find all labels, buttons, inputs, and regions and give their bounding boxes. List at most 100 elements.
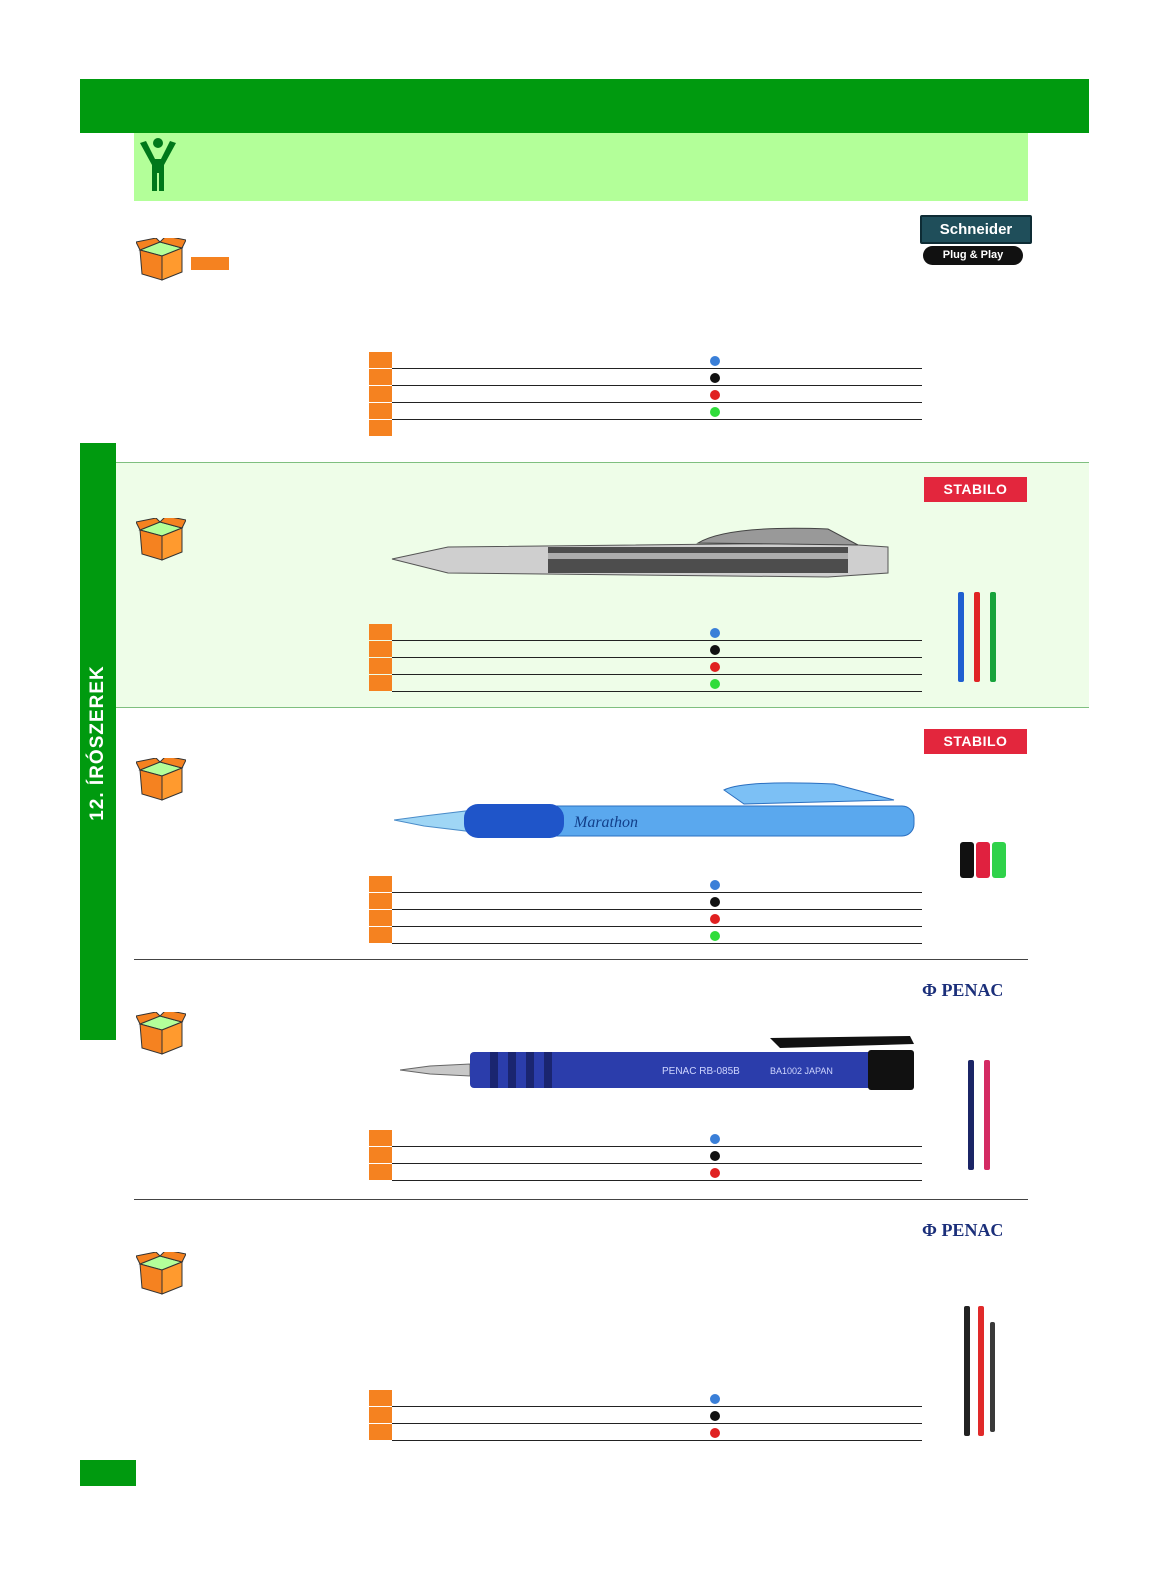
variant-row — [369, 624, 922, 641]
variant-row-line — [392, 385, 922, 386]
variant-marker — [369, 1164, 392, 1180]
variant-table — [369, 1130, 922, 1184]
person-icon — [140, 138, 176, 191]
pen-image: Marathon — [394, 782, 915, 838]
page-number-box — [80, 1460, 136, 1486]
variant-table — [369, 352, 922, 442]
color-swatches-image — [960, 842, 1006, 878]
variant-table — [369, 1390, 922, 1444]
variant-row — [369, 675, 922, 692]
variant-row-line — [392, 909, 922, 910]
variant-row — [369, 1130, 922, 1147]
variant-row — [369, 386, 922, 403]
variant-marker — [369, 624, 392, 640]
variant-marker — [369, 910, 392, 926]
highlight-band — [116, 462, 1089, 707]
brand-logo-penac: Φ PENAC — [922, 980, 1004, 1000]
variant-row — [369, 369, 922, 386]
new-tag — [191, 257, 229, 270]
variant-row — [369, 927, 922, 944]
subheader-bar — [134, 133, 1028, 201]
color-dot-black — [710, 645, 720, 655]
brand-logo-stabilo: STABILO — [924, 477, 1027, 502]
variant-row-line — [392, 1423, 922, 1424]
section-divider — [134, 959, 1028, 960]
variant-row — [369, 876, 922, 893]
variant-row-line — [392, 674, 922, 675]
variant-marker — [369, 893, 392, 909]
color-dot-red — [710, 390, 720, 400]
color-dot-green — [710, 679, 720, 689]
variant-row-line — [392, 1163, 922, 1164]
variant-marker — [369, 658, 392, 674]
color-dot-black — [710, 1151, 720, 1161]
variant-row — [369, 1390, 922, 1407]
color-dot-red — [710, 1428, 720, 1438]
variant-row — [369, 910, 922, 927]
color-dot-black — [710, 897, 720, 907]
variant-row-line — [392, 892, 922, 893]
section-divider — [134, 1199, 1028, 1200]
variant-row-line — [392, 691, 922, 692]
variant-marker — [369, 1424, 392, 1440]
pen-image — [391, 527, 889, 578]
variant-marker — [369, 420, 392, 436]
variant-row-line — [392, 926, 922, 927]
pen-variants-image — [968, 1060, 990, 1170]
variant-row — [369, 420, 922, 437]
box-icon — [136, 1012, 186, 1055]
variant-marker — [369, 876, 392, 892]
box-icon — [136, 758, 186, 801]
color-dot-green — [710, 407, 720, 417]
pen-variants-image — [964, 1306, 995, 1436]
variant-row-line — [392, 1180, 922, 1181]
brand-logo-penac: Φ PENAC — [922, 1220, 1004, 1240]
variant-table — [369, 876, 922, 948]
variant-table — [369, 624, 922, 696]
variant-row-line — [392, 402, 922, 403]
variant-marker — [369, 1390, 392, 1406]
variant-row-line — [392, 1406, 922, 1407]
variant-row — [369, 403, 922, 420]
variant-row — [369, 641, 922, 658]
color-dot-blue — [710, 1134, 720, 1144]
box-icon — [136, 238, 186, 281]
variant-row — [369, 352, 922, 369]
section-divider — [116, 707, 1089, 708]
pen-image: PENAC RB-085B BA1002 JAPAN — [400, 1036, 914, 1090]
variant-row-line — [392, 657, 922, 658]
box-icon — [136, 518, 186, 561]
variant-marker — [369, 641, 392, 657]
brand-logo-schneider: Schneider — [920, 215, 1032, 244]
color-dot-black — [710, 1411, 720, 1421]
brand-logo-stabilo: STABILO — [924, 729, 1027, 754]
variant-marker — [369, 1147, 392, 1163]
color-dot-blue — [710, 628, 720, 638]
variant-row — [369, 1164, 922, 1181]
chapter-label: 12. ÍRÓSZEREK — [87, 665, 108, 821]
brand-name: PENAC — [941, 980, 1004, 1000]
pen-print: BA1002 JAPAN — [770, 1066, 833, 1076]
color-dot-blue — [710, 1394, 720, 1404]
header-bar — [80, 79, 1089, 133]
variant-row — [369, 1424, 922, 1441]
color-dot-red — [710, 1168, 720, 1178]
variant-marker — [369, 675, 392, 691]
color-dot-blue — [710, 880, 720, 890]
variant-row-line — [392, 943, 922, 944]
variant-marker — [369, 403, 392, 419]
variant-row-line — [392, 1440, 922, 1441]
color-dot-blue — [710, 356, 720, 366]
pen-variants-image — [958, 592, 996, 682]
brand-name: PENAC — [941, 1220, 1004, 1240]
variant-row — [369, 658, 922, 675]
pen-print: Marathon — [573, 814, 638, 831]
variant-row-line — [392, 640, 922, 641]
variant-marker — [369, 927, 392, 943]
variant-marker — [369, 1407, 392, 1423]
variant-row — [369, 1407, 922, 1424]
brand-logo-plug-play: Plug & Play — [923, 246, 1023, 265]
chapter-tab: 12. ÍRÓSZEREK — [80, 443, 116, 1040]
variant-row-line — [392, 419, 922, 420]
color-dot-green — [710, 931, 720, 941]
